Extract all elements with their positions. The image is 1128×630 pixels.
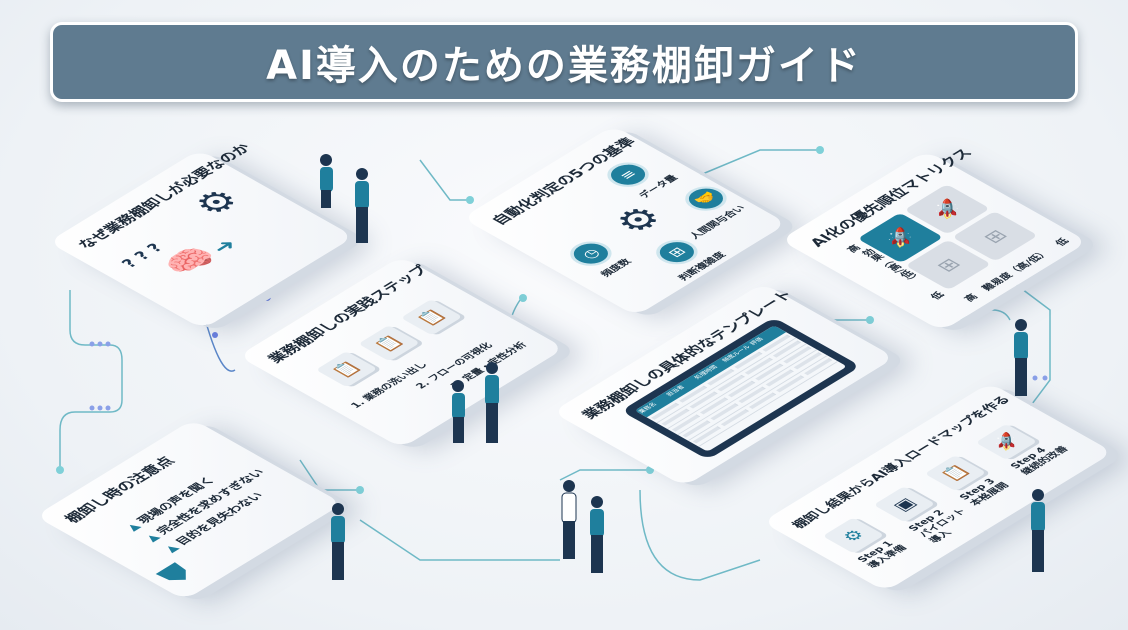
people-illustration [452,362,499,443]
person-illustration [1014,319,1028,396]
shield-alert-icon: ⛊ [151,559,201,589]
person-illustration [1031,489,1045,572]
people-illustration [561,480,604,573]
people-illustration [320,154,369,243]
page-title: AI導入のための業務棚卸ガイド [266,43,862,89]
person-illustration [331,503,345,580]
x-axis-high-label: 低 [1053,237,1072,248]
title-banner: AI導入のための業務棚卸ガイド [50,22,1078,102]
axis-low-label: 低 [929,290,948,302]
clipboard-icon: 📋 [315,351,378,388]
gear-check-icon: ⚙ [603,199,675,241]
x-axis-low-label: 高 [962,292,981,304]
clipboard-icon: 📋 [400,299,463,336]
clipboard-icon: 📋 [358,325,421,362]
question-marks-icon: ? ? ? [117,240,167,271]
